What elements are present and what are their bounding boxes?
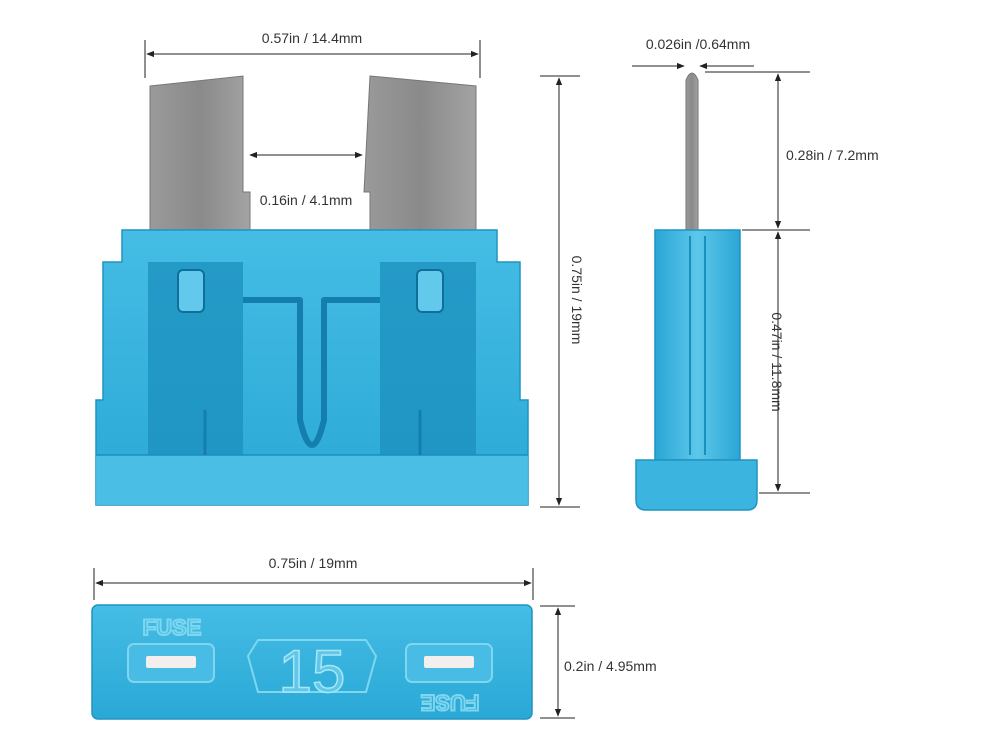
side-blade	[685, 72, 699, 233]
front-height-label: 0.75in / 19mm	[569, 256, 585, 345]
blade-gap-label: 0.16in / 4.1mm	[260, 192, 353, 208]
test-slot-left	[146, 656, 196, 668]
blade-length-label: 0.28in / 7.2mm	[786, 147, 879, 163]
top-depth-label: 0.2in / 4.95mm	[564, 658, 657, 674]
dimension-front-width: 0.57in / 14.4mm	[144, 30, 481, 78]
dimension-top-width: 0.75in / 19mm	[93, 555, 534, 600]
top-width-label: 0.75in / 19mm	[269, 555, 358, 571]
top-view: 15 FUSE FUSE 0.75in / 19mm 0.2in / 4.95m…	[91, 555, 657, 720]
fuse-housing-side	[635, 229, 758, 511]
test-slot-right	[424, 656, 474, 668]
dimension-blade-thickness: 0.026in /0.64mm	[632, 36, 754, 70]
fuse-housing-top	[91, 604, 533, 720]
dimension-blade-gap: 0.16in / 4.1mm	[249, 151, 363, 208]
fuse-housing-front	[95, 229, 529, 506]
dimension-front-height: 0.75in / 19mm	[540, 75, 585, 508]
fuse-brand-text-inverted: FUSE	[421, 690, 480, 715]
amp-rating: 15	[279, 638, 346, 705]
dimension-body-height: 0.47in / 11.8mm	[759, 231, 810, 494]
body-height-label: 0.47in / 11.8mm	[769, 312, 785, 411]
front-view: 0.57in / 14.4mm 0.16in / 4.1mm 0.75in / …	[95, 30, 585, 508]
dimension-blade-length: 0.28in / 7.2mm	[705, 71, 879, 231]
front-width-label: 0.57in / 14.4mm	[262, 30, 362, 46]
side-view: 0.026in /0.64mm 0.28in / 7.2mm 0.47in / …	[632, 36, 879, 511]
blade-thickness-label: 0.026in /0.64mm	[646, 36, 750, 52]
fuse-brand-text: FUSE	[143, 615, 202, 640]
dimension-top-depth: 0.2in / 4.95mm	[540, 605, 657, 719]
blade-left	[149, 75, 251, 241]
blade-right	[363, 75, 477, 241]
